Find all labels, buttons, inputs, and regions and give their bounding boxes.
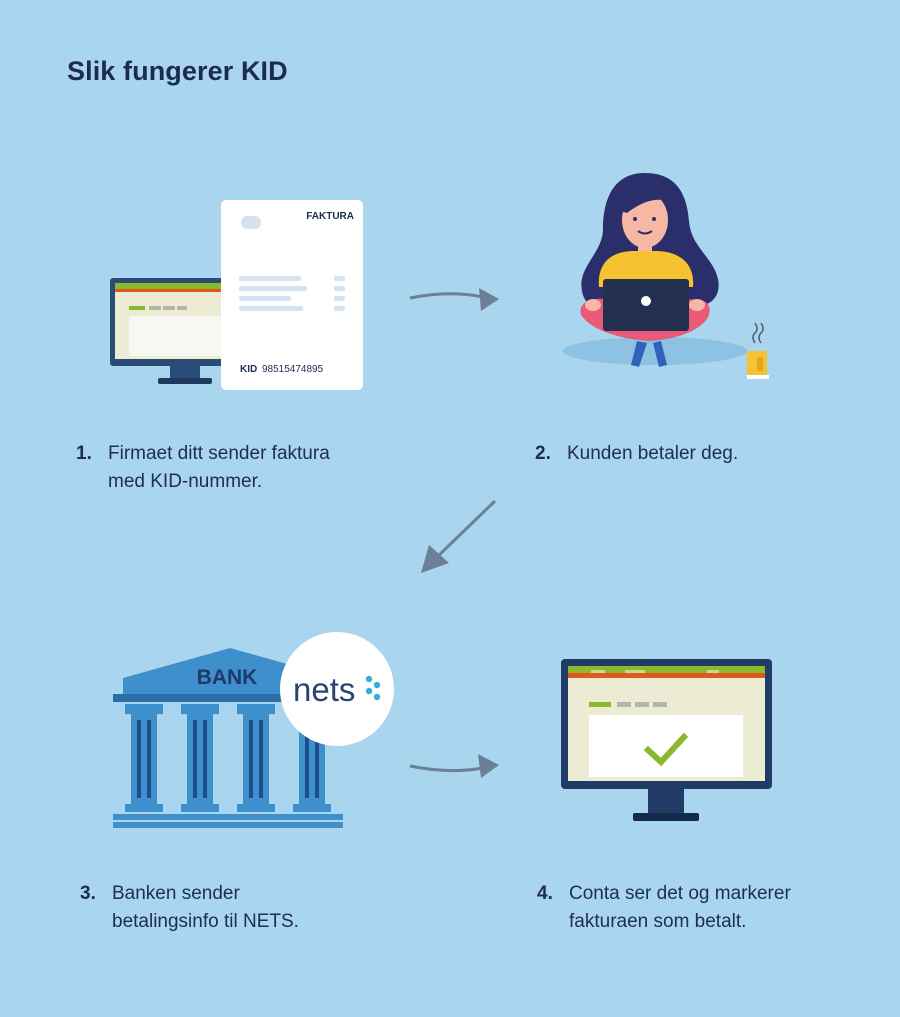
step-number: 2. bbox=[535, 443, 551, 464]
arrow-right-icon bbox=[409, 288, 499, 311]
kid-label: KID bbox=[240, 364, 257, 375]
checkmark-icon bbox=[643, 732, 689, 767]
step-text: Kunden betaler deg. bbox=[567, 443, 739, 464]
step-text: Conta ser det og markerer fakturaen som … bbox=[569, 883, 791, 932]
step-3: 3. Banken sender betalingsinfo til NETS. bbox=[80, 880, 299, 936]
step-number: 4. bbox=[537, 883, 553, 904]
step-text: Banken sender betalingsinfo til NETS. bbox=[112, 883, 299, 932]
nets-logo: nets bbox=[293, 671, 355, 708]
step-1: 1. Firmaet ditt sender faktura med KID-n… bbox=[76, 440, 330, 496]
step-number: 1. bbox=[76, 443, 92, 464]
step-4: 4. Conta ser det og markerer fakturaen s… bbox=[537, 880, 791, 936]
invoice-heading: FAKTURA bbox=[306, 211, 354, 222]
kid-number: 98515474895 bbox=[262, 364, 324, 375]
bank-illustration: BANK nets bbox=[113, 632, 394, 828]
arrow-right-icon bbox=[409, 754, 499, 778]
step-number: 3. bbox=[80, 883, 96, 904]
invoice-illustration: FAKTURA KID 98515474895 bbox=[110, 200, 363, 390]
step-2: 2. Kunden betaler deg. bbox=[535, 440, 738, 468]
page-title: Slik fungerer KID bbox=[67, 56, 288, 86]
nets-dots-icon bbox=[365, 675, 381, 701]
step-text: Firmaet ditt sender faktura med KID-numm… bbox=[108, 443, 330, 492]
customer-laptop-illustration bbox=[563, 173, 769, 379]
arrow-down-left-icon bbox=[421, 499, 497, 573]
bank-label: BANK bbox=[197, 666, 258, 689]
paid-monitor-illustration bbox=[561, 659, 772, 821]
